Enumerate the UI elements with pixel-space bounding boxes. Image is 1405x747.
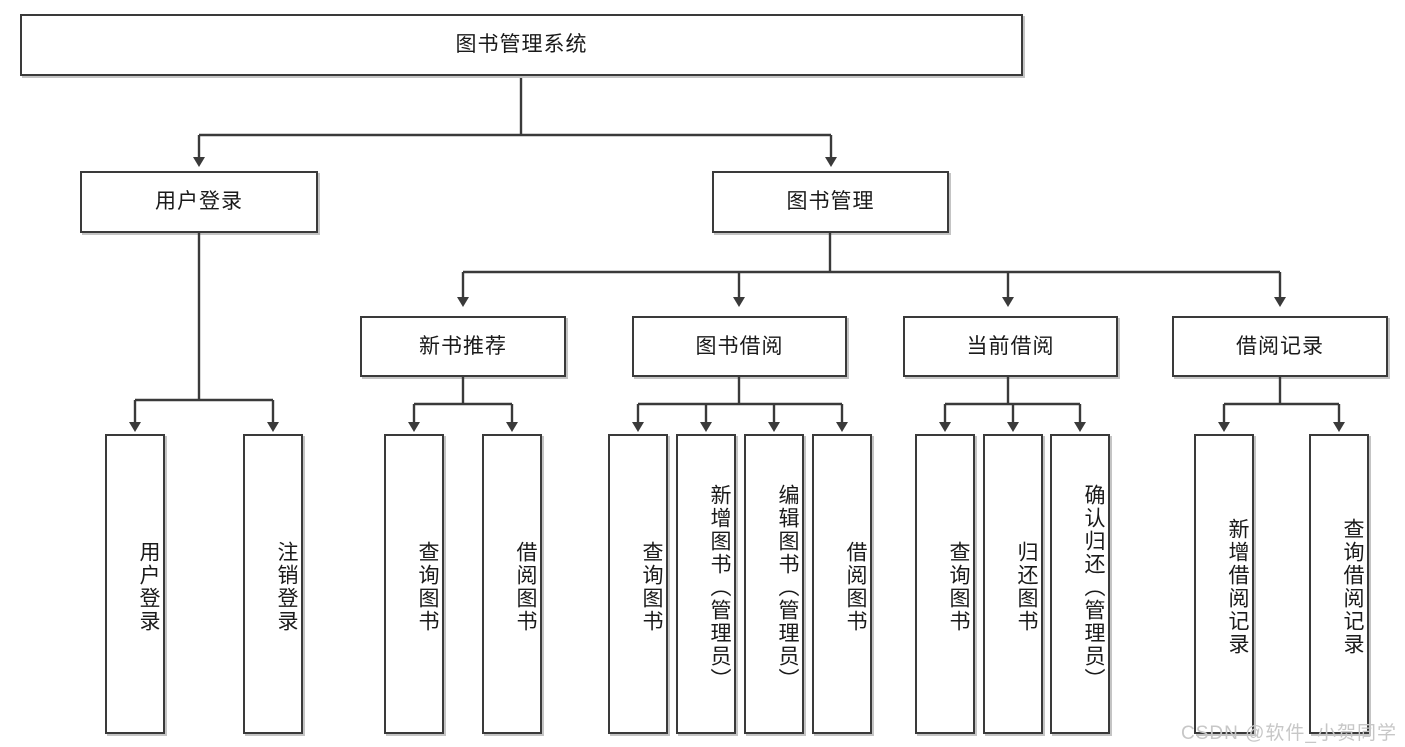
leaf-label: 编辑图书（管理员） — [776, 483, 799, 691]
leaf-user-login-logout[interactable]: 注销登录 — [243, 434, 303, 734]
leaf-label: 注销登录 — [275, 541, 298, 633]
leaf-label: 查询图书 — [947, 541, 970, 633]
leaf-label: 新增图书（管理员） — [708, 483, 731, 691]
leaf-label: 查询借阅记录 — [1341, 518, 1364, 656]
leaf-label: 新增借阅记录 — [1226, 518, 1249, 656]
node-root[interactable]: 图书管理系统 — [20, 14, 1023, 76]
leaf-label: 查询图书 — [640, 541, 663, 633]
node-user-login[interactable]: 用户登录 — [80, 171, 318, 233]
leaf-label: 用户登录 — [137, 541, 160, 633]
node-current-borrow[interactable]: 当前借阅 — [903, 316, 1118, 377]
leaf-new-book-query[interactable]: 查询图书 — [384, 434, 444, 734]
leaf-book-borrow-edit[interactable]: 编辑图书（管理员） — [744, 434, 804, 734]
leaf-label: 借阅图书 — [844, 541, 867, 633]
leaf-label: 确认归还（管理员） — [1082, 483, 1105, 691]
leaf-book-borrow-query[interactable]: 查询图书 — [608, 434, 668, 734]
node-new-book-recommend-label: 新书推荐 — [419, 334, 507, 358]
leaf-label: 借阅图书 — [514, 541, 537, 633]
node-borrow-record-label: 借阅记录 — [1236, 334, 1324, 358]
leaf-book-borrow-add[interactable]: 新增图书（管理员） — [676, 434, 736, 734]
leaf-current-borrow-return[interactable]: 归还图书 — [983, 434, 1043, 734]
leaf-new-book-borrow[interactable]: 借阅图书 — [482, 434, 542, 734]
watermark: CSDN @软件_小贺同学 — [1181, 723, 1397, 744]
leaf-borrow-record-query[interactable]: 查询借阅记录 — [1309, 434, 1369, 734]
node-new-book-recommend[interactable]: 新书推荐 — [360, 316, 566, 377]
node-book-borrow[interactable]: 图书借阅 — [632, 316, 847, 377]
node-book-management-label: 图书管理 — [786, 190, 875, 214]
node-book-management[interactable]: 图书管理 — [712, 171, 949, 233]
leaf-user-login-login[interactable]: 用户登录 — [105, 434, 165, 734]
leaf-label: 查询图书 — [416, 541, 439, 633]
leaf-book-borrow-borrow[interactable]: 借阅图书 — [812, 434, 872, 734]
node-root-label: 图书管理系统 — [455, 33, 588, 57]
node-borrow-record[interactable]: 借阅记录 — [1172, 316, 1388, 377]
leaf-borrow-record-add[interactable]: 新增借阅记录 — [1194, 434, 1254, 734]
leaf-label: 归还图书 — [1015, 541, 1038, 633]
node-book-borrow-label: 图书借阅 — [695, 334, 784, 358]
node-user-login-label: 用户登录 — [155, 190, 243, 214]
node-current-borrow-label: 当前借阅 — [966, 334, 1055, 358]
leaf-current-borrow-query[interactable]: 查询图书 — [915, 434, 975, 734]
leaf-current-borrow-confirm-return[interactable]: 确认归还（管理员） — [1050, 434, 1110, 734]
